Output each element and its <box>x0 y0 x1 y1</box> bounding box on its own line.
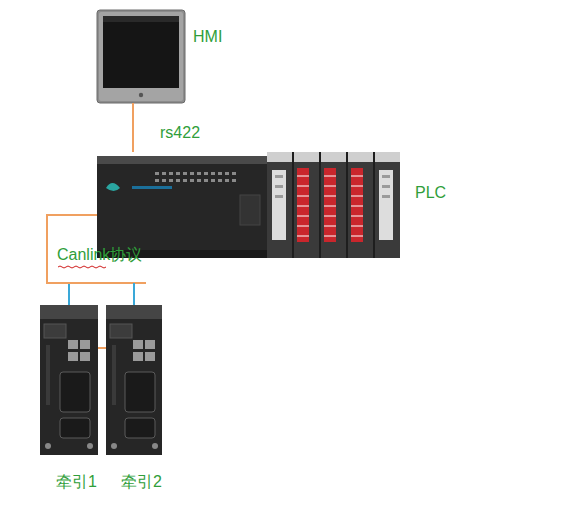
device-node: 牵引2 <box>106 305 162 455</box>
edge-label: rs422 <box>160 123 200 142</box>
device-label: 牵引2 <box>121 472 162 491</box>
device-node: PLC <box>97 152 400 258</box>
drive-picture <box>40 305 98 455</box>
device-node: 牵引1 <box>40 305 98 455</box>
wire-segment <box>68 283 70 305</box>
device-label: PLC <box>415 183 446 202</box>
bus-line <box>134 282 146 284</box>
spell-squiggle <box>58 266 106 268</box>
device-node: HMI <box>97 10 185 103</box>
edge-label: Canlink协议 <box>57 245 142 264</box>
wire-segment <box>132 103 134 152</box>
plc-picture <box>97 152 400 258</box>
connector <box>98 348 106 349</box>
device-label: 牵引1 <box>56 472 97 491</box>
connector <box>133 103 134 152</box>
wire-segment <box>98 347 106 349</box>
device-label: HMI <box>193 27 222 46</box>
drive-picture <box>106 305 162 455</box>
wire-segment <box>133 283 135 305</box>
hmi-picture <box>97 10 185 103</box>
